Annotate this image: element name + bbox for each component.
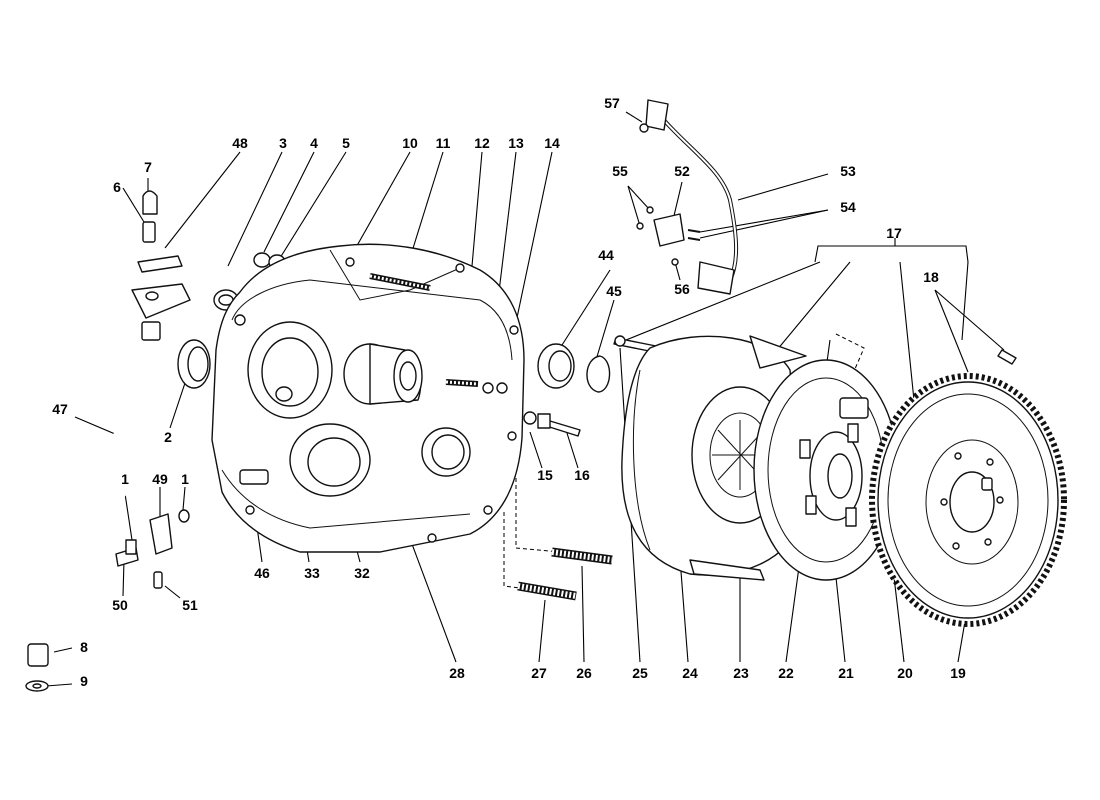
bolt-18 [997, 349, 1017, 365]
callout-label-15: 15 [537, 467, 553, 483]
seal-44 [537, 343, 575, 389]
callout-label-21: 21 [838, 665, 854, 681]
callout-label-26: 26 [576, 665, 592, 681]
callout-label-32: 32 [354, 565, 370, 581]
callout-label-20: 20 [897, 665, 913, 681]
callout-label-33: 33 [304, 565, 320, 581]
callout-label-1: 1 [121, 471, 129, 487]
bleeder-bracket [131, 190, 191, 319]
callout-label-48: 48 [232, 135, 248, 151]
callout-label-55: 55 [612, 163, 628, 179]
callout-label-28: 28 [449, 665, 465, 681]
clutch-disc [753, 359, 899, 581]
callout-label-53: 53 [840, 163, 856, 179]
bracket-49 [115, 509, 190, 589]
callout-label-50: 50 [112, 597, 128, 613]
callout-label-17: 17 [886, 225, 902, 241]
clutch-cover [621, 335, 807, 581]
flywheel [869, 373, 1067, 627]
clutch-hydraulic-line [25, 321, 161, 692]
callout-label-2: 2 [164, 429, 172, 445]
stud-26 [551, 547, 613, 565]
callout-label-24: 24 [682, 665, 698, 681]
bellhousing [211, 243, 525, 553]
callout-label-4: 4 [310, 135, 318, 151]
callout-label-10: 10 [402, 135, 418, 151]
callout-label-56: 56 [674, 281, 690, 297]
callout-label-57: 57 [604, 95, 620, 111]
callout-label-18: 18 [923, 269, 939, 285]
stud-27 [517, 581, 577, 601]
seal-2 [177, 339, 211, 389]
callout-label-51: 51 [182, 597, 198, 613]
callout-label-7: 7 [144, 159, 152, 175]
callout-label-52: 52 [674, 163, 690, 179]
callout-label-25: 25 [632, 665, 648, 681]
callout-label-5: 5 [342, 135, 350, 151]
bolt-15-16 [523, 411, 581, 437]
sensor-cable [636, 99, 739, 295]
callout-label-12: 12 [474, 135, 490, 151]
callout-label-8: 8 [80, 639, 88, 655]
callout-label-14: 14 [544, 135, 560, 151]
callout-label-1: 1 [181, 471, 189, 487]
callout-label-6: 6 [113, 179, 121, 195]
callout-label-22: 22 [778, 665, 794, 681]
callout-label-44: 44 [598, 247, 614, 263]
callout-label-23: 23 [733, 665, 749, 681]
callout-label-27: 27 [531, 665, 547, 681]
circlip-45 [586, 355, 611, 393]
callout-label-11: 11 [436, 135, 451, 151]
callout-label-16: 16 [574, 467, 590, 483]
callout-label-9: 9 [80, 673, 88, 689]
callout-label-45: 45 [606, 283, 622, 299]
callout-label-46: 46 [254, 565, 270, 581]
callout-label-49: 49 [152, 471, 168, 487]
callout-label-47: 47 [52, 401, 68, 417]
callout-label-13: 13 [508, 135, 524, 151]
callout-label-19: 19 [950, 665, 966, 681]
callout-label-54: 54 [840, 199, 856, 215]
callout-label-3: 3 [279, 135, 287, 151]
